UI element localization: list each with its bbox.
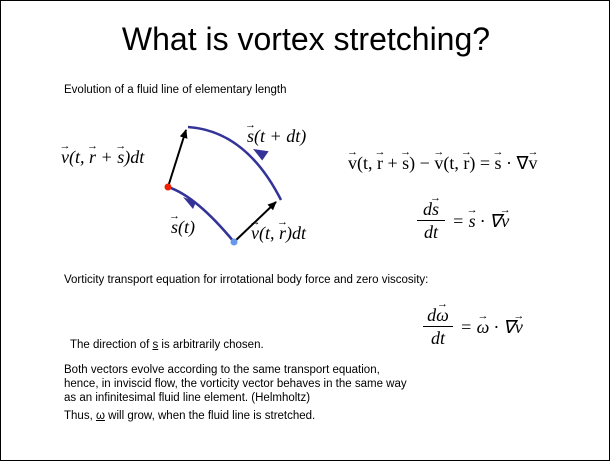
equation-domega-dt-rhs: = ω · ∇v <box>460 317 523 337</box>
subtitle-text: Evolution of a fluid line of elementary … <box>64 84 287 96</box>
equation-ds-dt-rhs: = s · ∇v <box>452 211 509 231</box>
arrow-v-top-left <box>167 129 188 188</box>
blue-point <box>230 238 238 246</box>
curve-s-t-plus-dt <box>187 125 283 201</box>
both-vectors-line-3: as an infinitesimal fluid line element. … <box>64 392 311 404</box>
arrowhead-top-curve <box>253 148 269 161</box>
label-s-t-plus-dt: s(t + dt) <box>247 126 306 146</box>
red-point <box>164 183 172 191</box>
thus-text: Thus, ω will grow, when the fluid line i… <box>64 410 316 422</box>
both-vectors-line-2: hence, in inviscid flow, the vorticity v… <box>64 378 407 390</box>
direction-text: The direction of s is arbitrarily chosen… <box>70 339 264 351</box>
equation-ds-dt-fraction: ds dt <box>417 199 445 242</box>
curve-s-t <box>167 185 235 243</box>
vorticity-transport-text: Vorticity transport equation for irrotat… <box>64 274 429 286</box>
equation-velocity-difference: v(t, r + s) − v(t, r) = s · ∇v <box>348 153 538 173</box>
label-v-bottom-right: v(t, r)dt <box>251 223 306 243</box>
label-v-top-left: v(t, r + s)dt <box>61 147 144 167</box>
slide-title: What is vortex stretching? <box>121 21 491 57</box>
equation-domega-dt-fraction: dω dt <box>423 305 453 348</box>
both-vectors-line-1: Both vectors evolve according to the sam… <box>64 364 380 376</box>
arrowhead-bottom-curve <box>183 197 196 209</box>
label-s-t: s(t) <box>171 217 195 237</box>
